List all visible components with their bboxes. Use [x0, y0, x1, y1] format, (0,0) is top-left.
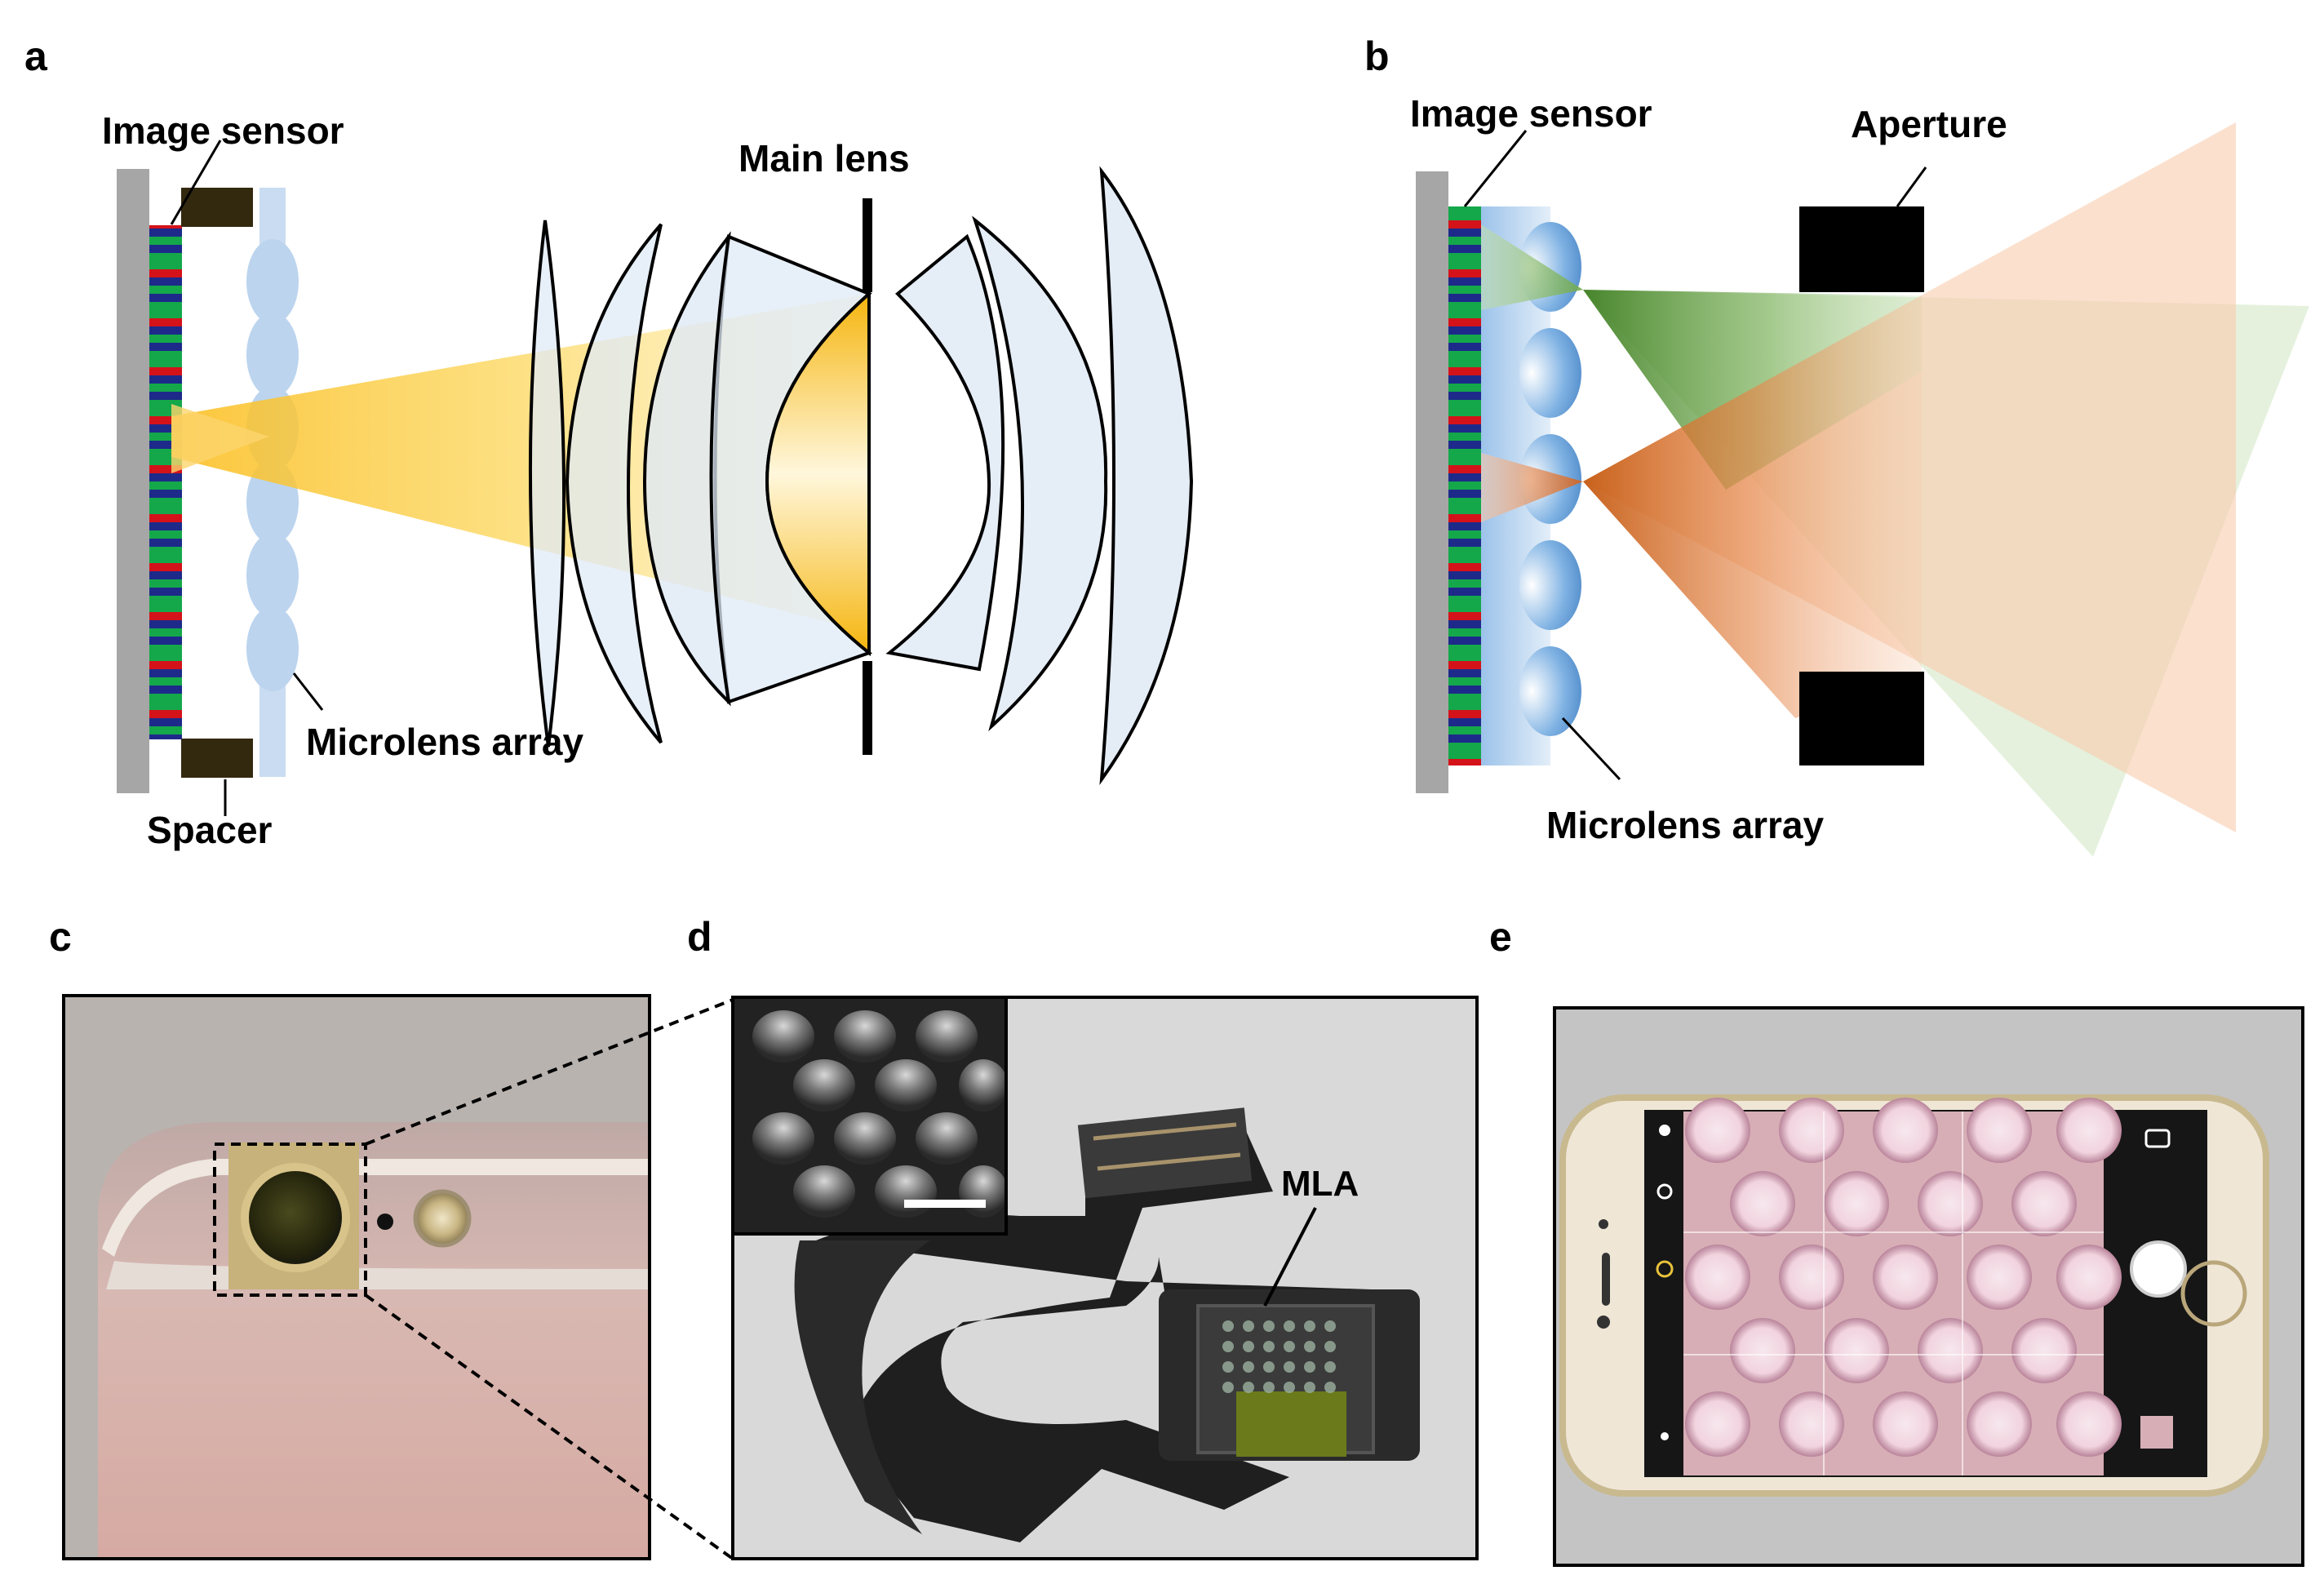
microlens-array-label-a: Microlens array: [306, 721, 583, 763]
image-sensor-leader-b: [1463, 130, 1528, 207]
mla-grid: [1222, 1320, 1336, 1393]
earpiece-speaker: [1602, 1253, 1610, 1306]
lens-element-7: [1099, 166, 1194, 785]
image-sensor-stripes: [149, 225, 182, 739]
green-left-cone: [1481, 224, 1583, 310]
panel-d: d MLA: [687, 914, 1479, 1560]
image-sensor-label-b: Image sensor: [1410, 92, 1652, 135]
image-sensor-leader-a: [170, 140, 222, 225]
aperture-leader: [1896, 166, 1927, 207]
flash-icon[interactable]: [1661, 1432, 1669, 1440]
proximity-sensor: [1599, 1219, 1608, 1229]
connector: [1077, 1107, 1253, 1199]
photo-frame-d: [731, 996, 1479, 1560]
hdr-icon[interactable]: [1659, 1125, 1670, 1136]
timer-icon[interactable]: [1657, 1183, 1673, 1200]
live-photo-icon[interactable]: [1656, 1260, 1674, 1278]
sem-inset: [731, 996, 1008, 1236]
image-sensor-stripes-b: [1448, 206, 1481, 765]
aperture-label: Aperture: [1851, 103, 2007, 145]
switch-camera-icon[interactable]: [2144, 1129, 2171, 1148]
microlens-array-label-b: Microlens array: [1546, 804, 1824, 846]
panel-b: b Image sensor Aperture M: [1364, 33, 2309, 857]
panel-a: a: [24, 33, 1194, 851]
panel-letter-b: b: [1364, 33, 1390, 79]
aperture-stop-bottom: [863, 661, 872, 755]
zoom-region-box: [213, 1143, 367, 1297]
sensor-housing: [117, 169, 149, 793]
spacer-bottom: [181, 739, 253, 778]
mla-leader: [1263, 1207, 1317, 1307]
aperture-block-top: [1799, 206, 1924, 292]
mla-label: MLA: [1281, 1164, 1359, 1204]
panel-letter-d: d: [687, 914, 712, 960]
orange-left-cone: [1481, 453, 1583, 522]
photo-frame-e: [1553, 1006, 2304, 1567]
lens-element-5: [885, 233, 1005, 672]
main-lens-label: Main lens: [738, 137, 910, 180]
panel-letter-e: e: [1489, 914, 1512, 960]
image-sensor-label-a: Image sensor: [102, 109, 344, 152]
microphone-hole: [377, 1214, 393, 1230]
spacer-top: [181, 188, 253, 227]
main-lens-group: [528, 166, 1194, 785]
photo-frame-c: [62, 994, 651, 1560]
zoom-leader-top: [365, 998, 734, 1146]
panel-letter-c: c: [49, 914, 72, 960]
panel-letter-a: a: [24, 33, 48, 79]
panel-e: e: [1489, 914, 2304, 1567]
microlens-array-a: [246, 188, 299, 777]
connector-pins: [1093, 1122, 1241, 1171]
photo-thumbnail[interactable]: [2140, 1416, 2173, 1449]
photo-phone-back: [64, 996, 650, 1559]
panel-c: c: [49, 914, 651, 1560]
sensor-housing-b: [1416, 171, 1448, 793]
lens-yellow-core: [765, 290, 871, 657]
home-button[interactable]: [2180, 1260, 2247, 1327]
viewfinder-microlens-images: [1685, 1098, 2122, 1457]
lens-element-6: [972, 215, 1108, 732]
camera-lens: [241, 1163, 350, 1272]
lens-element-2: [565, 223, 663, 744]
spacer-label: Spacer: [147, 809, 273, 851]
flash-led: [413, 1189, 472, 1248]
sensor-green-window: [1236, 1391, 1346, 1457]
shutter-button[interactable]: [2130, 1240, 2187, 1298]
aperture-block-bottom: [1799, 672, 1924, 765]
lens-element-1: [528, 220, 566, 748]
microlens-leader-b: [1561, 717, 1621, 781]
microlens-leader-a: [292, 672, 324, 711]
scale-bar: [904, 1200, 986, 1208]
front-camera: [1597, 1316, 1610, 1329]
aperture-stop-top: [863, 198, 872, 292]
zoom-leader-bottom: [364, 1293, 734, 1560]
yellow-left-cone: [171, 404, 269, 473]
viewfinder-grid: [1683, 1112, 2104, 1475]
orange-beam: [1583, 295, 1922, 718]
